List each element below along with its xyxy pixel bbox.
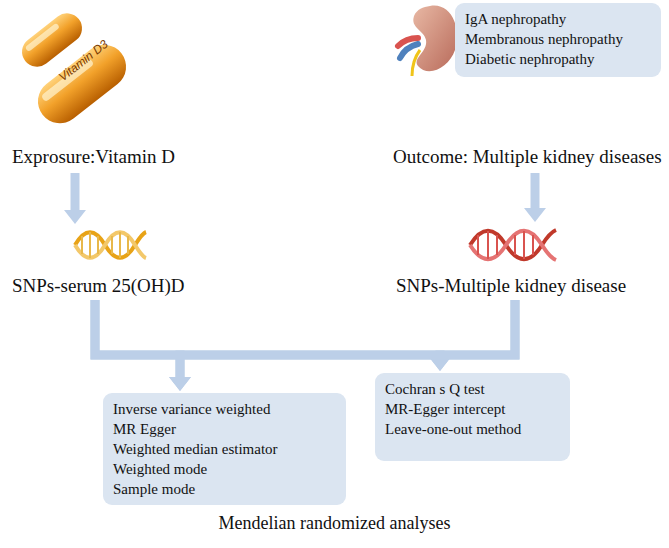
node-text: Cochran s Q test	[385, 379, 560, 399]
node-text: Leave-one-out method	[385, 419, 560, 439]
sensitivity-box: Cochran s Q testMR-Egger interceptLeave-…	[375, 373, 570, 461]
node-text: Sample mode	[113, 479, 336, 499]
node-text: Outcome: Multiple kidney diseases	[393, 145, 665, 169]
outcome-text: Outcome: Multiple kidney diseases	[393, 145, 665, 169]
node-text: Diabetic nephropathy	[465, 49, 651, 69]
flow-arrow	[64, 173, 86, 224]
flow-arrow	[95, 300, 451, 371]
arrow-head	[64, 210, 86, 224]
node-text: MR-Egger intercept	[385, 399, 560, 419]
node-text: Inverse variance weighted	[113, 399, 336, 419]
dna-left	[75, 232, 146, 258]
node-text: Membranous nephropathy	[465, 29, 651, 49]
node-text: Exprosure:Vitamin D	[12, 145, 242, 169]
node-text: IgA nephropathy	[465, 9, 651, 29]
kidney-icon	[398, 6, 457, 76]
arrow-head	[429, 357, 451, 371]
outcome-list-box: IgA nephropathyMembranous nephropathyDia…	[455, 3, 661, 77]
arrow-head	[524, 208, 546, 222]
flow-arrow	[429, 300, 515, 371]
arrow-shaft	[180, 300, 515, 378]
arrow-shaft	[95, 300, 440, 358]
arrow-shaft	[71, 173, 80, 211]
dna-right	[470, 230, 556, 260]
node-text: SNPs-Multiple kidney disease	[396, 274, 666, 298]
arrow-head	[429, 357, 451, 371]
snp-exposure: SNPs-serum 25(OH)D	[12, 226, 227, 298]
node-text: Weighted mode	[113, 459, 336, 479]
vitamin-capsules	[16, 7, 135, 132]
node-text: MR Egger	[113, 419, 336, 439]
flow-arrow	[524, 173, 546, 222]
mr-methods-box: Inverse variance weightedMR EggerWeighte…	[103, 393, 346, 505]
flow-arrow	[95, 300, 191, 391]
arrow-shaft	[440, 300, 515, 358]
arrow-shaft	[95, 300, 180, 378]
node-text: Weighted median estimator	[113, 439, 336, 459]
arrow-shaft	[531, 173, 540, 209]
diagram-caption: Mendelian randomized analyses	[0, 513, 669, 534]
exposure-text: Exprosure:Vitamin D	[12, 145, 242, 169]
snp-outcome: SNPs-Multiple kidney disease	[396, 224, 666, 298]
node-text: SNPs-serum 25(OH)D	[12, 274, 227, 298]
arrow-head	[169, 377, 191, 391]
arrow-head	[169, 377, 191, 391]
